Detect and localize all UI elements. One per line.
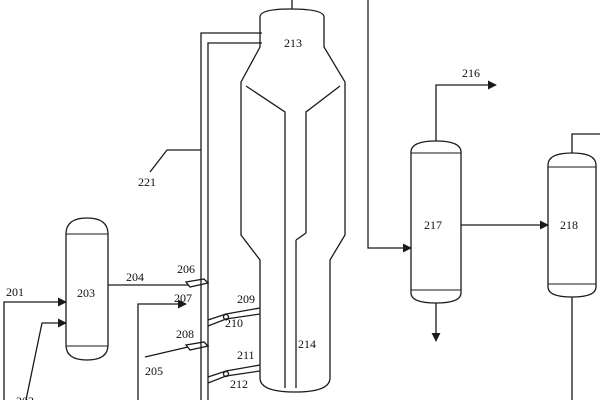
stream-218-overhead-line: [571, 133, 600, 153]
stream-207-line: [137, 299, 187, 400]
nozzle-206: [184, 278, 210, 288]
label-202: 202: [16, 394, 34, 400]
label-207: 207: [174, 291, 192, 305]
label-204: 204: [126, 270, 144, 284]
label-208: 208: [176, 327, 194, 341]
label-213: 213: [284, 36, 302, 50]
vessel-218: [547, 152, 597, 298]
label-205: 205: [145, 364, 163, 378]
label-201: 201: [6, 285, 24, 299]
nozzle-212: [207, 364, 261, 384]
nozzle-210: [207, 307, 261, 327]
stream-216-line: [435, 80, 497, 141]
reactor-to-217-line: [367, 0, 412, 253]
label-221: 221: [138, 175, 156, 189]
label-211: 211: [237, 348, 255, 362]
label-212: 212: [230, 377, 248, 391]
label-214: 214: [298, 337, 316, 351]
label-206: 206: [177, 262, 195, 276]
label-218: 218: [560, 218, 578, 232]
label-209: 209: [237, 292, 255, 306]
vessel-203: [65, 217, 109, 361]
reactor-213: [240, 8, 346, 393]
label-221-leader: [149, 149, 201, 173]
stream-205-line: [144, 346, 189, 358]
stream-202-line: [25, 318, 67, 400]
stream-201-line: [3, 297, 67, 400]
label-203: 203: [77, 286, 95, 300]
label-210: 210: [225, 316, 243, 330]
stream-221-line: [200, 32, 262, 400]
vessel-217: [410, 140, 462, 304]
label-217: 217: [424, 218, 442, 232]
label-216: 216: [462, 66, 480, 80]
nozzle-208: [184, 341, 210, 351]
